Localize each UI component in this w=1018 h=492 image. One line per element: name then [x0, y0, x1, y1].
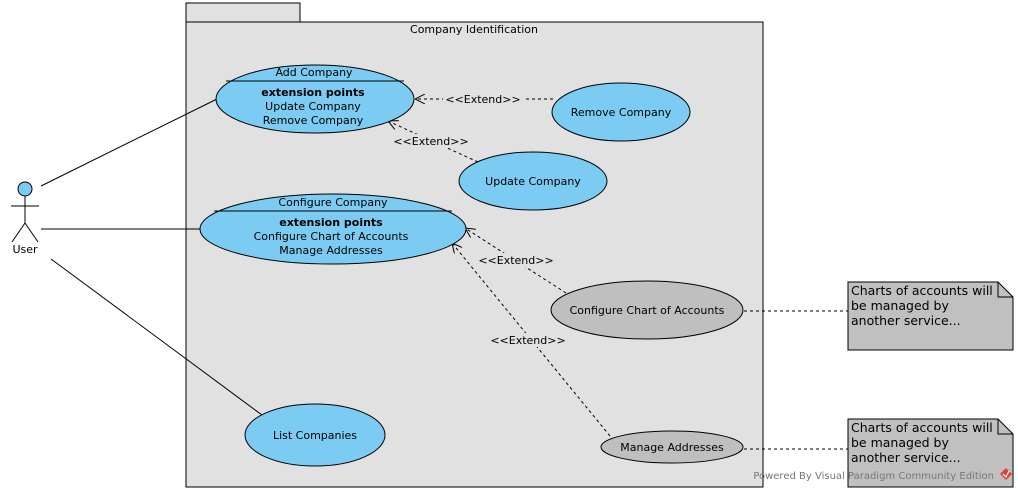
package-tab [185, 2, 301, 23]
note-addresses[interactable]: Charts of accounts will be managed by an… [847, 418, 1014, 488]
use-case-remove-company[interactable]: Remove Company [551, 82, 691, 142]
use-case-configure-chart-of-accounts[interactable]: Configure Chart of Accounts [550, 280, 744, 340]
note-line: another service... [851, 450, 961, 465]
extension-point: Remove Company [263, 114, 364, 127]
use-case-title: Add Company [275, 66, 353, 79]
use-case-title: Configure Chart of Accounts [570, 304, 725, 317]
note-line: Charts of accounts will [851, 283, 993, 298]
use-case-add-company[interactable]: Add Company extension points Update Comp… [215, 64, 415, 134]
use-case-list-companies[interactable]: List Companies [244, 403, 386, 467]
associations [40, 98, 263, 416]
use-case-title: Manage Addresses [620, 441, 724, 454]
actor-label: User [12, 243, 38, 256]
use-case-manage-addresses[interactable]: Manage Addresses [600, 430, 744, 464]
extension-point: Manage Addresses [279, 244, 383, 257]
use-case-title: Update Company [485, 175, 581, 188]
extension-point: Update Company [265, 100, 361, 113]
use-case-title: Configure Company [278, 196, 388, 209]
package-title: Company Identification [410, 23, 538, 36]
note-line: be managed by [851, 435, 949, 450]
watermark-text: Powered By Visual Paradigm Community Edi… [753, 471, 994, 482]
note-line: be managed by [851, 298, 949, 313]
extend-label-addresses: <<Extend>> [490, 334, 565, 347]
use-case-update-company[interactable]: Update Company [458, 151, 608, 211]
actor-user[interactable] [11, 181, 39, 243]
extension-points-header: extension points [279, 216, 383, 229]
use-case-configure-company[interactable]: Configure Company extension points Confi… [199, 193, 467, 265]
extend-label-update: <<Extend>> [393, 135, 468, 148]
visual-paradigm-logo-icon [1000, 468, 1012, 480]
actor-head [17, 181, 33, 197]
note-line: another service... [851, 313, 961, 328]
use-case-title: List Companies [273, 429, 357, 442]
association-user-list-companies[interactable] [50, 258, 263, 416]
extend-labels: <<Extend>> <<Extend>> <<Extend>> <<Exten… [392, 92, 567, 347]
use-case-title: Remove Company [571, 106, 672, 119]
note-line: Charts of accounts will [851, 420, 993, 435]
extension-points-header: extension points [261, 86, 365, 99]
note-anchors [744, 310, 848, 450]
association-user-add-company[interactable] [40, 98, 218, 187]
note-chart-of-accounts[interactable]: Charts of accounts will be managed by an… [847, 281, 1014, 351]
extend-label-chart: <<Extend>> [478, 254, 553, 267]
extension-point: Configure Chart of Accounts [254, 230, 409, 243]
extend-label-remove: <<Extend>> [445, 93, 520, 106]
